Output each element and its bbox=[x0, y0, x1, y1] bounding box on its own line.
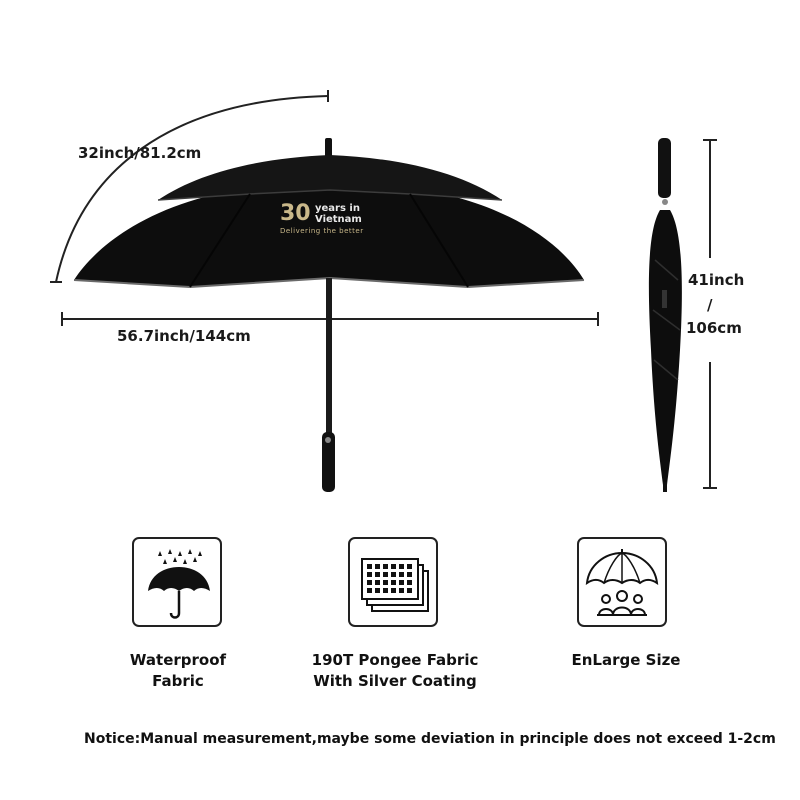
measurement-notice: Notice:Manual measurement,maybe some dev… bbox=[84, 731, 776, 747]
enlarge-label: EnLarge Size bbox=[556, 650, 696, 671]
enlarge-label-line1: EnLarge Size bbox=[571, 651, 681, 669]
fabric-label: 190T Pongee Fabric With Silver Coating bbox=[300, 650, 490, 692]
waterproof-feature-box bbox=[132, 537, 222, 627]
closed-length-separator: / bbox=[707, 296, 713, 314]
closed-length-top-label: 41inch bbox=[688, 271, 745, 289]
logo-line1: years in bbox=[315, 203, 360, 214]
fabric-layers-icon bbox=[361, 558, 429, 612]
closed-umbrella-image bbox=[648, 138, 717, 492]
umbrella-rain-icon bbox=[148, 549, 210, 619]
umbrella-people-icon bbox=[585, 549, 659, 616]
arc-measure-line bbox=[55, 95, 329, 283]
logo-number: 30 bbox=[280, 201, 311, 226]
fabric-label-line2: With Silver Coating bbox=[313, 672, 477, 690]
waterproof-label: Waterproof Fabric bbox=[110, 650, 246, 692]
open-umbrella-image bbox=[50, 90, 599, 492]
arc-length-label: 32inch/81.2cm bbox=[78, 144, 202, 162]
enlarge-feature-box bbox=[577, 537, 667, 627]
fabric-label-line1: 190T Pongee Fabric bbox=[311, 651, 479, 669]
open-width-label: 56.7inch/144cm bbox=[117, 327, 251, 345]
canopy-logo: 30 years in Vietnam Delivering the bette… bbox=[280, 201, 420, 241]
logo-tagline: Delivering the better bbox=[280, 227, 364, 235]
fabric-feature-box bbox=[348, 537, 438, 627]
logo-line2: Vietnam bbox=[315, 214, 362, 225]
waterproof-label-line1: Waterproof bbox=[129, 651, 227, 669]
waterproof-label-line2: Fabric bbox=[152, 672, 204, 690]
closed-length-bottom-label: 106cm bbox=[686, 319, 742, 337]
